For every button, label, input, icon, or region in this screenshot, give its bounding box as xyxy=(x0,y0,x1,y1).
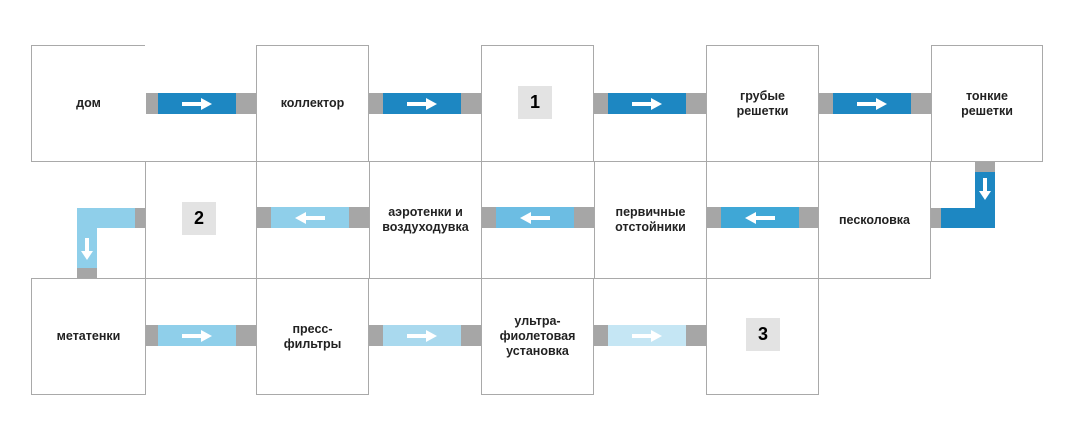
arrow-right-icon xyxy=(182,329,212,342)
pipe-aerotenki-to-2 xyxy=(257,207,369,228)
pipe-elbow-tonkie-gray-left xyxy=(931,208,941,228)
box-peskolovka: песколовка xyxy=(818,161,931,279)
pipe-peskolovka-to-pervichnye xyxy=(707,207,818,228)
arrow-right-icon xyxy=(632,97,662,110)
box-uf-ustanovka: ультра- фиолетовая установка xyxy=(481,278,594,395)
pipe-elbow-2-fill-vertical xyxy=(77,208,97,268)
pipe-elbow-tonkie-fill-horizontal xyxy=(941,208,995,228)
arrow-left-icon xyxy=(520,211,550,224)
box-aerotenki-label: аэротенки и воздуходувка xyxy=(382,205,469,234)
pipe-1-to-grubye-fill xyxy=(608,93,686,114)
arrow-right-icon xyxy=(407,97,437,110)
pipe-uf-to-3-fill xyxy=(608,325,686,346)
box-aerotenki: аэротенки и воздуходувка xyxy=(369,161,482,279)
box-tonkie-reshetki-label: тонкие решетки xyxy=(961,88,1013,118)
arrow-right-icon xyxy=(182,97,212,110)
pipe-dom-to-kollektor-fill xyxy=(158,93,236,114)
pipe-metatenki-to-press xyxy=(146,325,256,346)
arrow-right-icon xyxy=(857,97,887,110)
box-press-filtry: пресс- фильтры xyxy=(256,278,369,395)
box-grubye-reshetki: грубые решетки xyxy=(706,45,819,162)
box-metatenki-label: метатенки xyxy=(56,329,121,343)
pipe-grubye-to-tonkie-fill xyxy=(833,93,911,114)
box-uf-ustanovka-label: ультра- фиолетовая установка xyxy=(499,314,576,358)
pipe-press-to-uf xyxy=(369,325,481,346)
box-dom: дом xyxy=(31,45,146,162)
pipe-pervichnye-to-aerotenki-fill xyxy=(496,207,574,228)
arrow-left-icon xyxy=(745,211,775,224)
step-marker-3-text: 3 xyxy=(757,324,768,344)
box-metatenki: метатенки xyxy=(31,278,146,395)
pipe-elbow-tonkie-gray-top xyxy=(975,162,995,172)
step-marker-1-text: 1 xyxy=(529,92,540,112)
box-peskolovka-label: песколовка xyxy=(838,212,910,227)
pipe-elbow-2-gray-bottom xyxy=(77,268,97,278)
pipe-dom-to-kollektor xyxy=(146,93,256,114)
box-tonkie-reshetki: тонкие решетки xyxy=(931,45,1043,162)
step-marker-1: 1 xyxy=(518,86,552,119)
pipe-grubye-to-tonkie xyxy=(819,93,931,114)
box-grubye-reshetki-label: грубые решетки xyxy=(736,88,789,118)
arrow-down-icon xyxy=(979,178,991,200)
pipe-press-to-uf-fill xyxy=(383,325,461,346)
box-press-filtry-label: пресс- фильтры xyxy=(283,321,342,351)
step-marker-3: 3 xyxy=(746,318,780,351)
pipe-aerotenki-to-2-fill xyxy=(271,207,349,228)
pipe-pervichnye-to-aerotenki xyxy=(482,207,594,228)
pipe-metatenki-to-press-fill xyxy=(158,325,236,346)
box-dom-label: дом xyxy=(76,96,101,110)
pipe-peskolovka-to-pervichnye-fill xyxy=(721,207,799,228)
arrow-down-icon xyxy=(81,238,93,260)
pipe-1-to-grubye xyxy=(594,93,706,114)
box-pervichnye-otstoyniki-label: первичные отстойники xyxy=(615,205,686,234)
pipe-kollektor-to-1-fill xyxy=(383,93,461,114)
box-kollektor-label: коллектор xyxy=(280,96,345,110)
box-pervichnye-otstoyniki: первичные отстойники xyxy=(594,161,707,279)
step-marker-2: 2 xyxy=(182,202,216,235)
arrow-right-icon xyxy=(407,329,437,342)
pipe-kollektor-to-1 xyxy=(369,93,481,114)
arrow-right-icon xyxy=(632,329,662,342)
pipe-elbow-2-gray-right xyxy=(135,208,145,228)
arrow-left-icon xyxy=(295,211,325,224)
box-kollektor: коллектор xyxy=(256,45,369,162)
step-marker-2-text: 2 xyxy=(193,208,204,228)
pipe-uf-to-3 xyxy=(594,325,706,346)
